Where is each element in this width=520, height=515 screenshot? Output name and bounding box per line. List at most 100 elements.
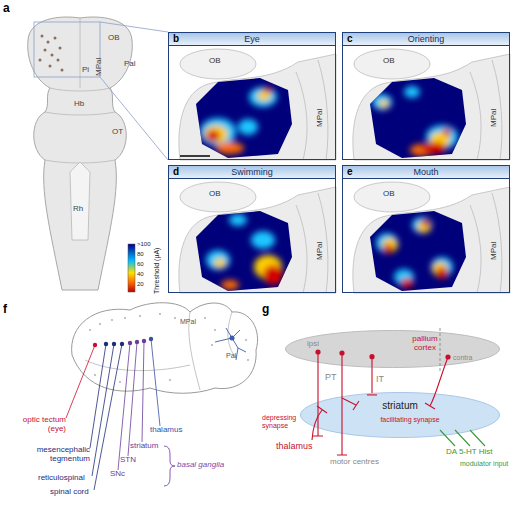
dot — [174, 317, 176, 319]
target-dot — [104, 342, 108, 346]
inset-frame — [34, 22, 100, 77]
neuron-dot — [47, 41, 50, 44]
figure-label: mesencephalic tegmentum — [2, 446, 90, 464]
node-text: OB — [209, 190, 221, 199]
dot — [119, 381, 121, 383]
target-dot — [142, 339, 146, 343]
node-text: OB — [209, 57, 221, 66]
node-text: contra — [453, 354, 472, 362]
node-text: e — [347, 166, 353, 177]
target-dot — [135, 340, 139, 344]
figure-label: MPal — [95, 58, 104, 76]
heatmap-panel: eMouthOBMPal — [342, 165, 510, 293]
axon-stub — [371, 357, 372, 368]
dot — [204, 317, 206, 319]
node-text: Eye — [169, 34, 335, 44]
figure-label: spinal cord — [50, 488, 89, 497]
leader-line — [90, 344, 122, 490]
dot — [169, 379, 171, 381]
leader-line — [66, 345, 95, 418]
node-text: b — [173, 33, 179, 44]
figure-label: >100 — [137, 241, 151, 248]
dot — [247, 359, 249, 361]
node-text: OB — [383, 57, 395, 66]
pallium-ellipse: pallium cortex ipsi contra — [285, 330, 500, 368]
neuron-dot — [51, 54, 54, 57]
ellipse-shape — [301, 393, 500, 438]
neuron-dot — [61, 69, 64, 72]
midline-dashed — [440, 328, 441, 372]
ventricle — [70, 162, 90, 240]
figure-label: f — [3, 303, 7, 316]
node-text: Orienting — [343, 34, 509, 44]
neuron-dot — [44, 49, 47, 52]
figure-label: g — [262, 303, 269, 316]
node-text: ipsi — [307, 340, 319, 349]
pallial-neuron-soma — [230, 336, 235, 341]
dot — [245, 339, 247, 341]
figure-label: Pal — [226, 352, 236, 360]
neuron-dots — [39, 35, 64, 72]
target-dot — [120, 342, 124, 346]
figure-label: reticulospinal — [38, 474, 85, 483]
dot — [89, 329, 91, 331]
neuron-dot — [41, 35, 44, 38]
figure-label: Pi — [82, 66, 89, 75]
node-text: facilitating synapse — [310, 416, 510, 424]
section-outline — [72, 303, 258, 394]
modulator-input-lines — [440, 430, 485, 446]
node-text: d — [173, 166, 179, 177]
figure-label: 40 — [137, 271, 144, 278]
dot — [214, 329, 216, 331]
group-brace — [164, 446, 175, 486]
pallial-neuron — [215, 328, 246, 360]
neuron-dot — [49, 65, 52, 68]
inset-lines — [100, 22, 168, 160]
colour-bar — [128, 244, 135, 292]
striatum-ellipse: striatumfacilitating synapse — [300, 392, 500, 438]
leader-line — [118, 341, 144, 470]
connector-group — [367, 354, 377, 395]
brain-midline — [45, 18, 115, 163]
node-text: MPal — [316, 109, 325, 127]
dot — [139, 315, 141, 317]
connector-label: IT — [376, 374, 384, 384]
node-text: c — [347, 33, 353, 44]
neuron-dot — [39, 59, 42, 62]
neuron-dot — [59, 47, 62, 50]
contra-soma — [445, 354, 450, 359]
figure-label: a — [3, 2, 10, 15]
dot — [159, 313, 161, 315]
synapse-soma — [369, 354, 374, 359]
figure-label: 80 — [137, 251, 144, 258]
figure-label: 20 — [137, 281, 144, 288]
pt-axon — [313, 352, 323, 436]
section-inner-lines — [85, 312, 236, 390]
dot — [211, 344, 213, 346]
figure-label: Hb — [74, 100, 84, 109]
target-dot — [93, 343, 97, 347]
figure-label: Pal — [124, 60, 136, 69]
pt-soma — [339, 350, 344, 355]
node-text: striatum — [300, 400, 500, 411]
node-text: pallium cortex — [405, 335, 445, 353]
target-dot — [149, 337, 153, 341]
target-dot — [128, 341, 132, 345]
figure-label: thalamus — [150, 426, 182, 435]
figure-label: modulator input — [460, 460, 508, 468]
dot — [111, 319, 113, 321]
node-text: MPal — [490, 242, 499, 260]
dot — [99, 323, 101, 325]
ellipse-shape — [286, 331, 500, 368]
pt-soma — [315, 349, 320, 354]
dot — [124, 317, 126, 319]
figure-label: STN — [120, 456, 136, 465]
thalamic-axon — [312, 406, 327, 440]
figure-label: MPal — [180, 318, 196, 326]
ellipse-outline — [285, 330, 500, 368]
figure-label: striatum — [130, 442, 158, 451]
figure-label: PT — [325, 372, 337, 382]
figure-label: DA 5-HT Hist — [446, 448, 493, 457]
brain-outline — [28, 17, 133, 290]
